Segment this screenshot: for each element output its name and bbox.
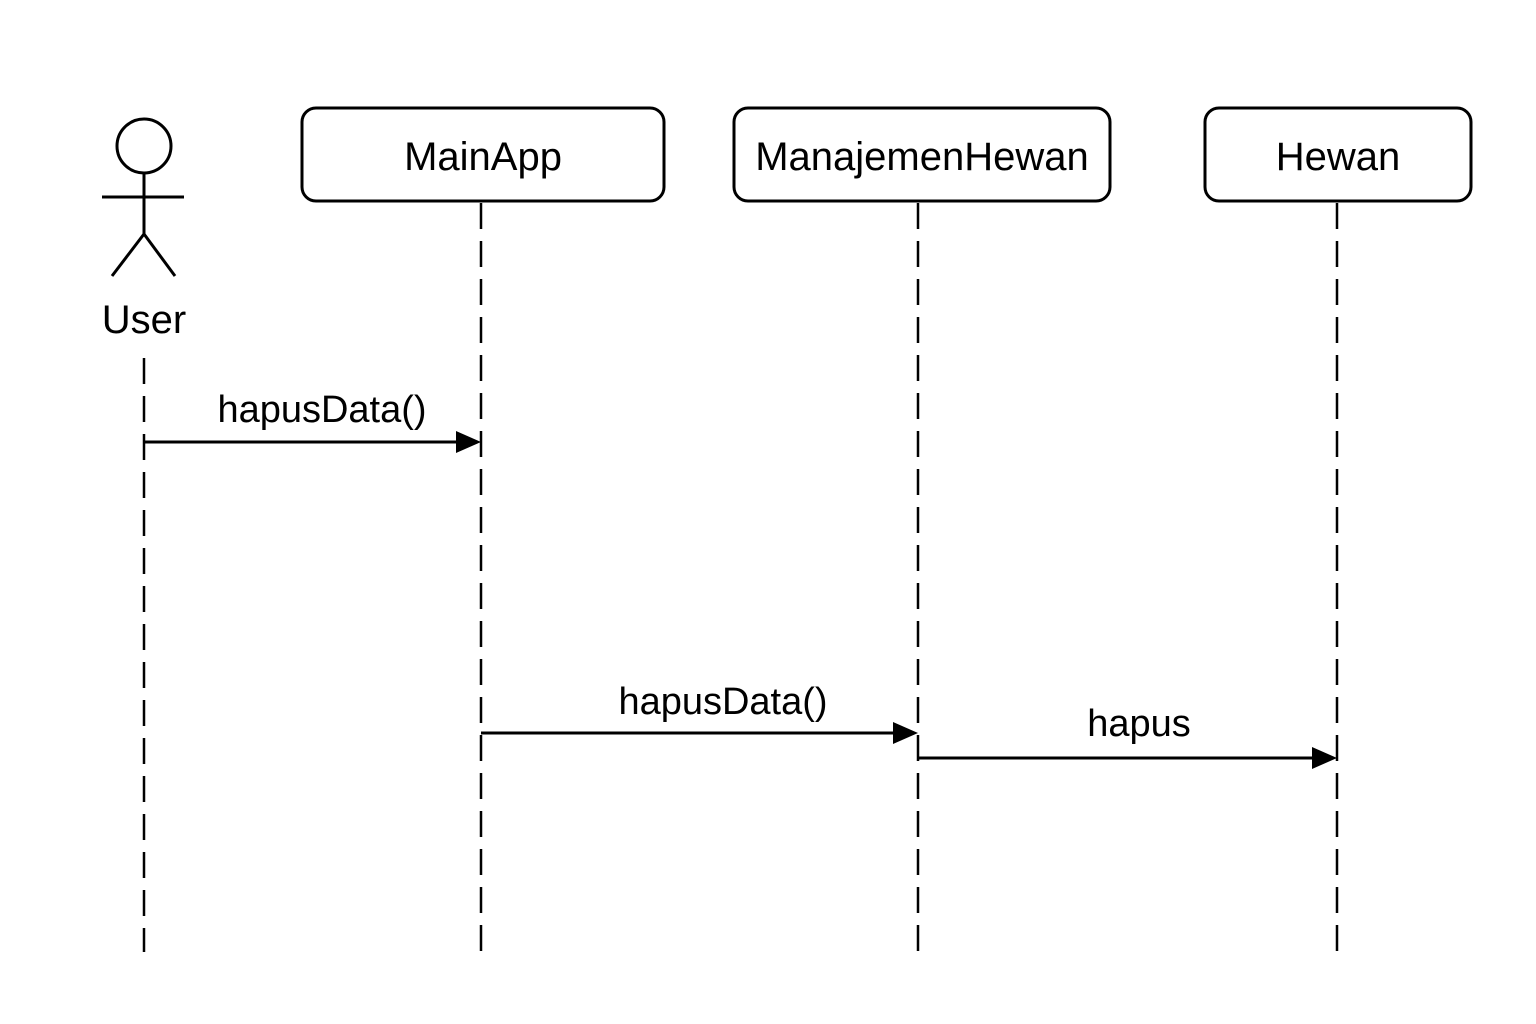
message-2-arrowhead: [893, 722, 918, 744]
message-1-label: hapusData(): [217, 389, 426, 431]
participant-mainapp-label: MainApp: [404, 135, 562, 179]
message-2-label: hapusData(): [618, 681, 827, 723]
actor-user-label: User: [102, 298, 186, 342]
participant-mainapp: MainApp: [300, 106, 666, 203]
message-3: hapus: [918, 703, 1337, 769]
message-1: hapusData(): [144, 389, 481, 453]
participant-manajemenhewan-box: [732, 106, 1112, 203]
participant-manajemenhewan-label: ManajemenHewan: [755, 135, 1089, 179]
participant-hewan: Hewan: [1203, 106, 1473, 203]
participant-mainapp-box: [300, 106, 666, 203]
participant-hewan-box: [1203, 106, 1473, 203]
stick-figure-icon: [102, 117, 184, 277]
actor-user: User: [102, 117, 186, 342]
message-2: hapusData(): [481, 681, 918, 744]
message-3-label: hapus: [1087, 703, 1191, 745]
message-3-arrowhead: [1312, 747, 1337, 769]
message-1-arrowhead: [456, 431, 481, 453]
participant-manajemenhewan: ManajemenHewan: [732, 106, 1112, 203]
participant-hewan-label: Hewan: [1276, 135, 1401, 179]
